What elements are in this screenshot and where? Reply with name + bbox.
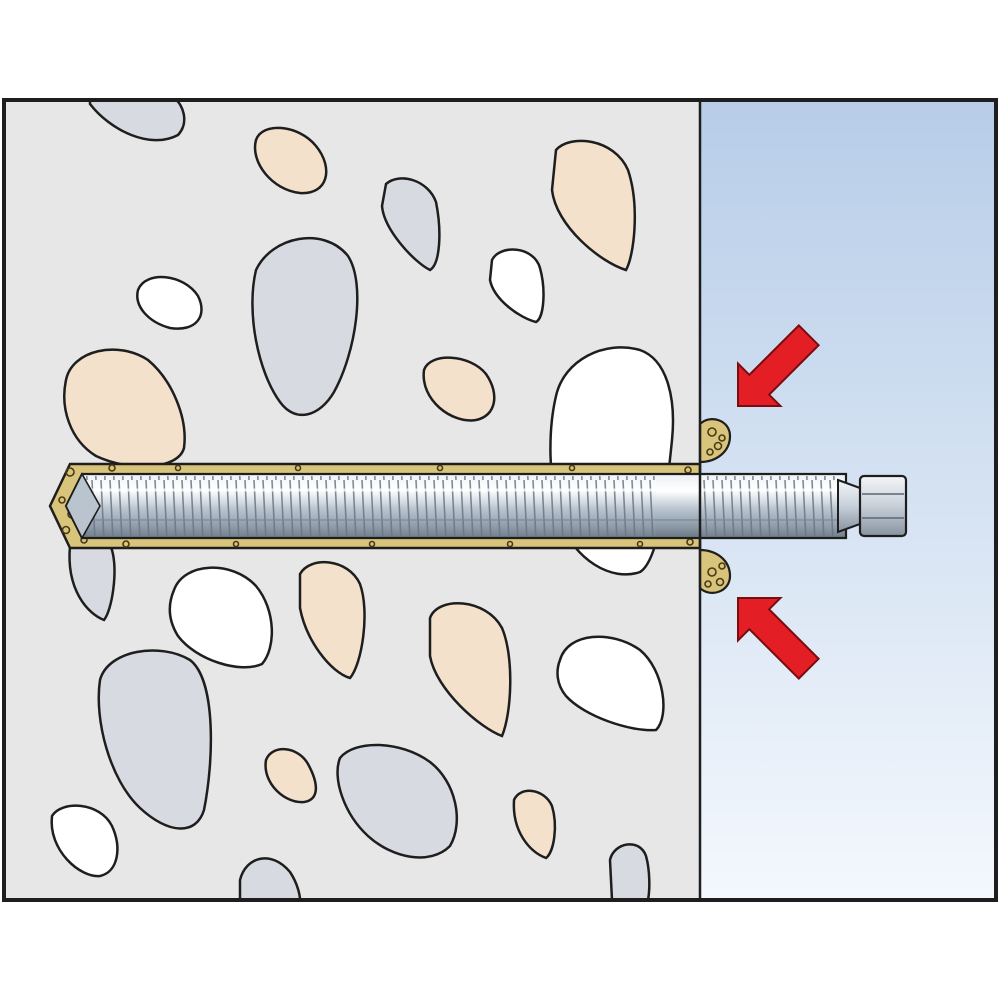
mortar-air-bubbles [58,427,726,588]
stone [253,126,328,195]
mortar-bubble [636,540,644,548]
rod-tip [65,472,101,540]
mortar-bubble [174,464,182,472]
stone [136,275,203,330]
stone [50,804,119,878]
mortar-bubble [706,448,714,456]
rod-neck [837,478,861,534]
mortar-bubble [568,464,576,472]
mortar-bubble [718,434,726,442]
arrow-top [737,323,821,407]
rod-plain-section [656,476,702,536]
mortar-bubble [368,540,376,548]
stone [97,649,213,830]
mortar-bubble [715,577,725,587]
stone [168,566,273,669]
indicator-arrows [737,323,821,681]
mortar-bubble [718,562,726,570]
stone [428,602,512,738]
mortar-bubble [61,525,71,535]
stone [488,248,545,324]
stone [336,743,458,859]
mortar-bubble [506,540,514,548]
mortar-bubble [707,567,717,577]
stone [422,356,496,422]
mortar-bubble [108,464,116,472]
stone [251,236,359,417]
stone [264,748,317,804]
anchor-rod [64,472,908,540]
stone [556,635,665,732]
stone [298,561,366,680]
rod-thread-outer [702,476,840,536]
mortar-bubble [58,496,66,504]
stone [380,177,441,272]
mortar-bubble [707,427,717,437]
hex-drive-end [858,474,908,538]
stone [550,139,636,272]
stone [608,843,651,900]
stone [512,789,557,860]
mortar-bubble [294,464,302,472]
mortar-bubble [232,540,240,548]
arrow-bottom [737,597,821,681]
mortar-bubble [436,464,444,472]
mortar-bubble [65,467,75,477]
stone [63,348,186,468]
rod-thread-inner [84,476,656,536]
diagram-frame [2,98,998,902]
stone [88,100,186,142]
mortar-bubble [122,540,130,548]
mortar-collar-bottom [698,548,732,594]
mortar-bubble [713,441,723,451]
mortar-bubble [704,580,712,588]
